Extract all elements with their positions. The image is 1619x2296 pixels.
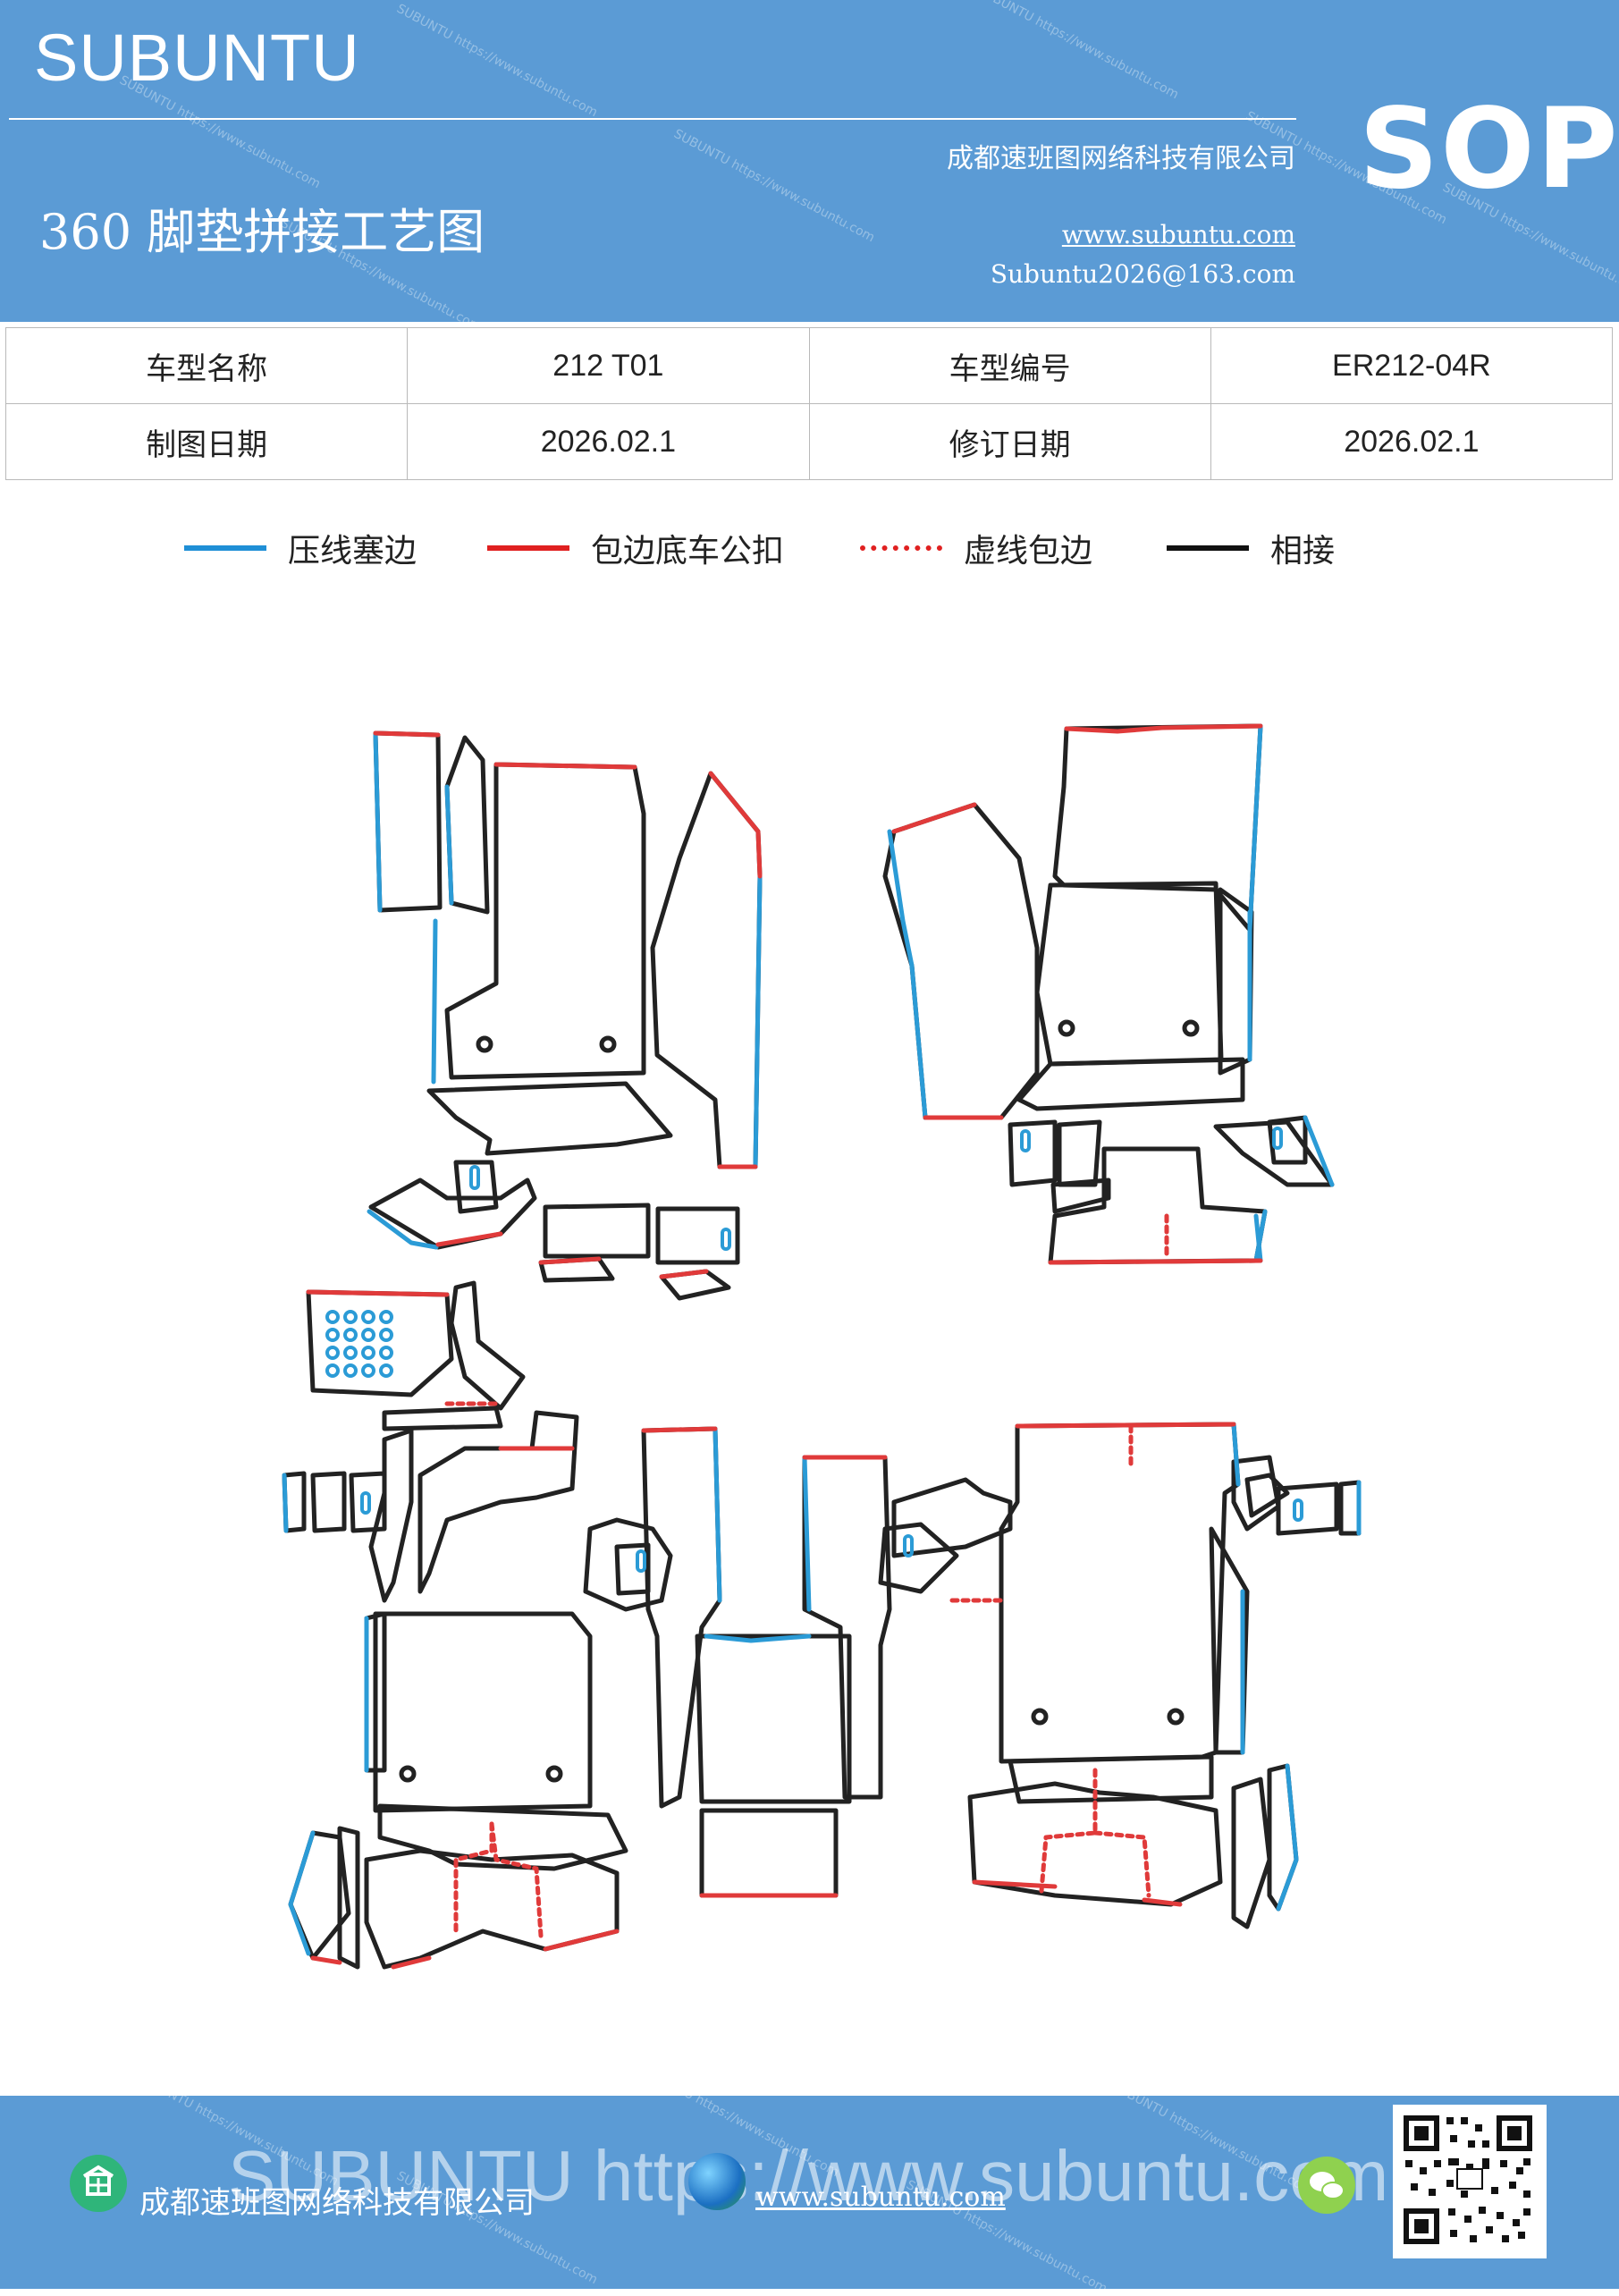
- legend-label: 相接: [1270, 533, 1336, 570]
- header-company: 成都速班图网络科技有限公司: [947, 143, 1295, 174]
- legend-item: 包边底车公扣: [487, 523, 784, 573]
- wechat-icon: [1298, 2157, 1355, 2214]
- legend-swatch-blue: [184, 545, 266, 551]
- table-row: 制图日期 2026.02.1 修订日期 2026.02.1: [4, 403, 1614, 480]
- legend-swatch-black: [1167, 545, 1249, 551]
- brand-name: SUBUNTU: [34, 21, 360, 95]
- legend-label: 包边底车公扣: [591, 533, 785, 570]
- revision-date-value: 2026.02.1: [1210, 403, 1614, 480]
- qr-code-icon: [1393, 2105, 1547, 2258]
- globe-icon: [688, 2153, 746, 2210]
- footer-company: 成都速班图网络科技有限公司: [139, 2185, 535, 2221]
- company-building-icon: [70, 2155, 127, 2212]
- sop-label: SOP: [1359, 85, 1619, 214]
- drawing-date-value: 2026.02.1: [407, 403, 810, 480]
- legend-item: 压线塞边: [184, 523, 417, 573]
- model-code-label: 车型编号: [808, 327, 1211, 404]
- header-email[interactable]: Subuntu2026@163.com: [990, 259, 1295, 289]
- legend-item: 虚线包边: [860, 523, 1092, 573]
- page-title: 360 脚垫拼接工艺图: [39, 204, 485, 260]
- legend-label: 虚线包边: [964, 533, 1093, 570]
- revision-date-label: 修订日期: [808, 403, 1211, 480]
- header-divider: [9, 118, 1296, 120]
- header-banner: SUBUNTU https://www.subuntu.com SUBUNTU …: [0, 0, 1619, 334]
- header-website-link[interactable]: www.subuntu.com: [1061, 220, 1295, 249]
- floor-mat-diagram: [282, 723, 1362, 1970]
- drawing-date-label: 制图日期: [4, 403, 409, 480]
- legend-item: 相接: [1167, 523, 1335, 573]
- legend-swatch-red: [487, 545, 569, 551]
- footer-website-link[interactable]: www.subuntu.com: [755, 2182, 1006, 2213]
- footer-overlay-text: SUBUNTU https://www.subuntu.com: [228, 2136, 1389, 2216]
- legend-swatch-red-dotted: [860, 545, 942, 551]
- table-row: 车型名称 212 T01 车型编号 ER212-04R: [4, 327, 1614, 404]
- vehicle-info-table: 车型名称 212 T01 车型编号 ER212-04R 制图日期 2026.02…: [4, 327, 1614, 480]
- model-code-value: ER212-04R: [1210, 327, 1614, 404]
- legend: 压线塞边 包边底车公扣 虚线包边 相接: [0, 523, 1619, 577]
- model-name-label: 车型名称: [4, 327, 409, 404]
- model-name-value: 212 T01: [407, 327, 810, 404]
- legend-label: 压线塞边: [288, 533, 417, 570]
